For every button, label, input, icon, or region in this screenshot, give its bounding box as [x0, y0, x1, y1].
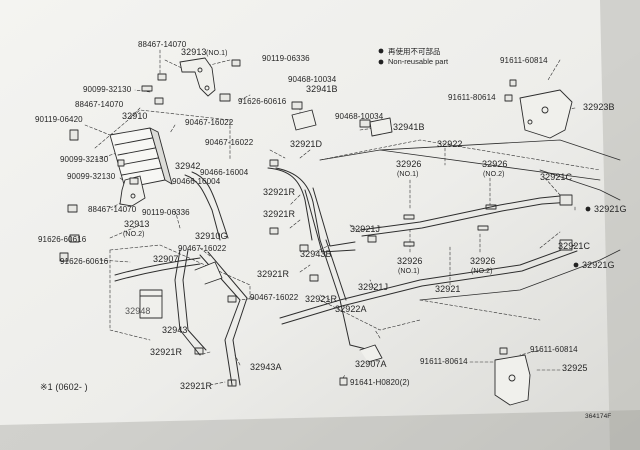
part-label: (NO.2) [123, 231, 145, 238]
part-label: 32948 [125, 306, 151, 316]
part-label: 32941B [306, 84, 338, 94]
cooler-pipes [279, 194, 578, 351]
part-label: 32907 [153, 254, 179, 264]
part-label: 32910G [195, 231, 228, 241]
part-label: 32921R [263, 209, 296, 219]
part-label: 90468-10034 [288, 75, 337, 84]
part-label: 91626-60616 [60, 257, 109, 266]
part-label: 88467-14070 [75, 100, 124, 109]
part-label: 32922A [335, 304, 367, 314]
part-label: 90099-32130 [60, 155, 109, 164]
part-label: 32921J [358, 282, 389, 292]
nonreusable-marker-2 [573, 262, 579, 268]
part-label: 32942 [175, 161, 201, 171]
part-label: 90467-16022 [250, 293, 299, 302]
part-label: 91611-60814 [500, 56, 548, 65]
part-label: 32941B [393, 122, 425, 132]
right-shadow [600, 0, 640, 450]
part-label: 32925 [562, 363, 588, 373]
part-label: 32921R [150, 347, 183, 357]
part-label: 91611-80614 [448, 93, 496, 102]
bracket-32923b [519, 89, 573, 139]
part-label: (NO.1) [397, 171, 419, 178]
bottom-shadow [0, 410, 640, 450]
part-label: 90467-16022 [178, 244, 227, 253]
group-frames [94, 109, 601, 341]
part-label: 91611-60814 [530, 345, 578, 354]
part-label: 90099-32130 [67, 172, 116, 181]
leader-lines [84, 49, 576, 386]
part-label: (NO.1) [206, 50, 228, 57]
part-label: 32921J [350, 224, 381, 234]
part-label: (NO.2) [483, 171, 505, 178]
part-label: 32913 [181, 47, 207, 57]
hoses [114, 167, 356, 386]
legend-item-2: Non-reusable part [388, 57, 449, 66]
bracket-32925 [494, 354, 531, 406]
part-label: 32926 [397, 256, 423, 266]
part-label: 32923B [583, 102, 615, 112]
part-label: 90467-16022 [205, 138, 254, 147]
part-label: 32943B [300, 249, 332, 259]
part-label: (NO.1) [398, 268, 420, 275]
part-label: 88467-14070 [88, 205, 137, 214]
part-label: 32921 [435, 284, 461, 294]
brackets-32907 [194, 261, 383, 363]
part-label: 32926 [470, 256, 496, 266]
part-label: 91626-60616 [238, 97, 287, 106]
part-label: 32943 [162, 325, 188, 335]
part-label: 88467-14070 [138, 40, 187, 49]
part-label: 90468-10034 [335, 112, 384, 121]
part-label: 32913 [124, 219, 150, 229]
part-label: 90466-16004 [172, 177, 221, 186]
part-label: 91611-80614 [420, 357, 468, 366]
part-label: 32922 [437, 139, 463, 149]
part-label: 90119-06336 [262, 54, 310, 63]
part-label: 32926 [482, 159, 508, 169]
bracket-no2 [119, 175, 146, 207]
part-label: 32921C [558, 241, 591, 251]
part-label: 90467-16022 [185, 118, 234, 127]
part-label: 91641-H0820(2) [350, 378, 410, 387]
bracket-no1 [179, 57, 216, 97]
part-label: 32921G [594, 204, 627, 214]
part-label: 32921R [305, 294, 338, 304]
footnote: ※1 (0602- ) [40, 382, 88, 392]
part-label: 90119-06420 [35, 115, 83, 124]
part-label: 32921D [290, 139, 323, 149]
clips-32941b [291, 109, 393, 137]
relay-32948 [139, 289, 163, 319]
part-label: 90099-32130 [83, 85, 132, 94]
part-label: 32921R [263, 187, 296, 197]
part-label: 32921R [180, 381, 213, 391]
part-label: 32910 [122, 111, 148, 121]
pipe-clamps [559, 194, 573, 251]
legend-dot-1 [378, 48, 384, 54]
legend-item-1: 再使用不可部品 [388, 47, 441, 56]
part-label: 32921C [540, 172, 573, 182]
part-label: 90119-06336 [142, 208, 190, 217]
frame-outline [319, 139, 621, 301]
part-label: 32921R [257, 269, 290, 279]
part-label: 32921G [582, 260, 615, 270]
part-label: 90466-16004 [200, 168, 249, 177]
part-label: 91626-60616 [38, 235, 87, 244]
nonreusable-marker-1 [585, 206, 591, 212]
part-label: (NO.2) [471, 268, 493, 275]
part-label: 32926 [396, 159, 422, 169]
part-label: 32907A [355, 359, 387, 369]
oil-cooler [109, 127, 173, 189]
legend-dot-2 [378, 59, 384, 65]
figure-code: 364174F [585, 413, 612, 420]
part-label: 32943A [250, 362, 282, 372]
